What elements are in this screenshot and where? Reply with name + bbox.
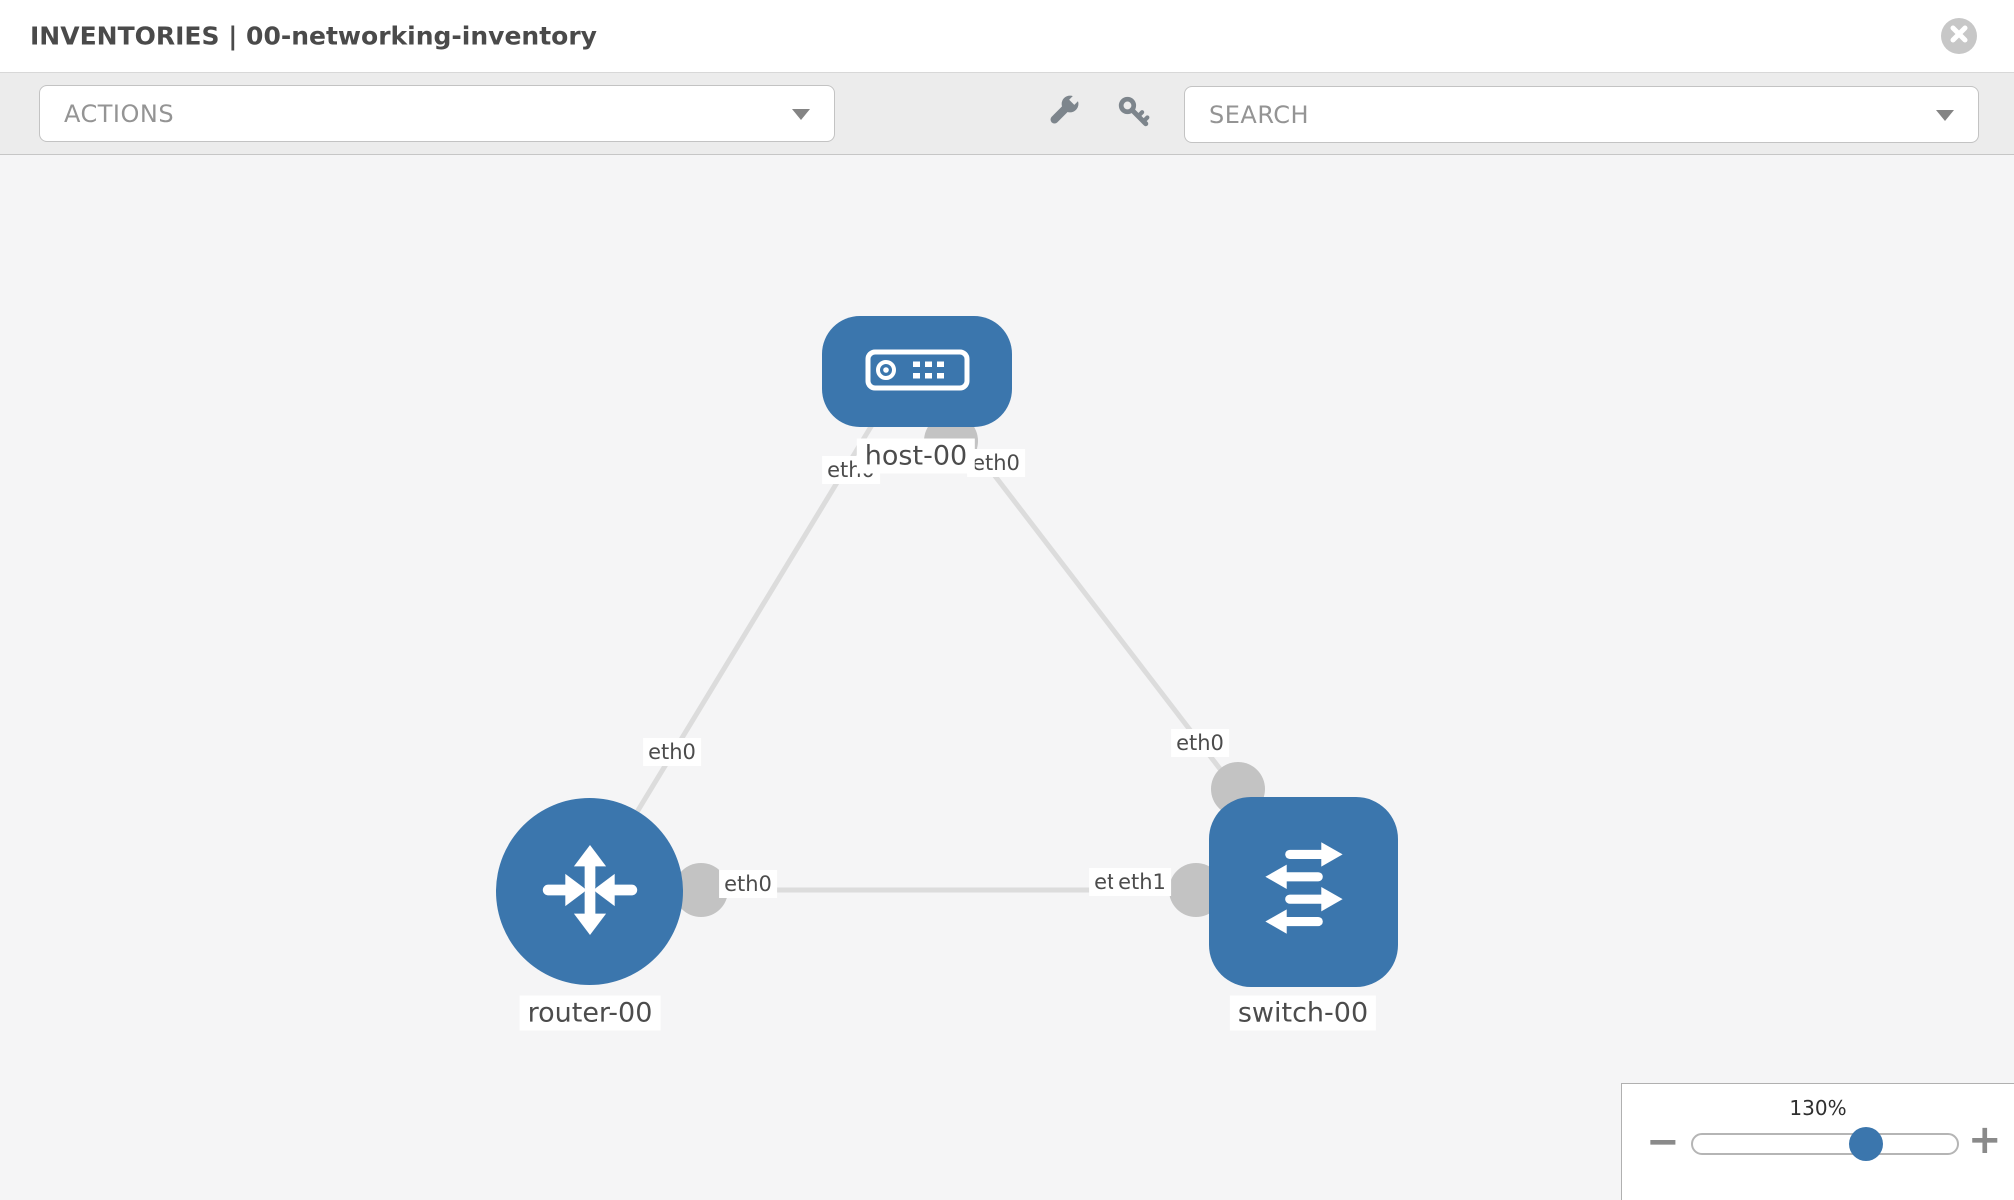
close-icon (1949, 24, 1969, 48)
zoom-out-button[interactable]: − (1646, 1119, 1680, 1165)
connector-router-right (674, 863, 728, 917)
topology-canvas[interactable]: eth0 eth0 eth0 eth0 eth0 eth0 eth1 host-… (0, 155, 2014, 1200)
node-switch-00[interactable] (1209, 797, 1398, 987)
zoom-level-value: 130% (1789, 1096, 1847, 1120)
node-label-router: router-00 (519, 995, 661, 1031)
interface-label: eth0 (643, 738, 701, 766)
search-dropdown[interactable]: SEARCH (1184, 86, 1979, 143)
search-dropdown-label: SEARCH (1209, 100, 1310, 129)
close-button[interactable] (1941, 18, 1977, 54)
chevron-down-icon (1936, 109, 1954, 121)
wrench-icon (1045, 91, 1083, 133)
interface-label: eth0 (719, 870, 777, 898)
page-title: INVENTORIES | 00-networking-inventory (30, 21, 597, 51)
zoom-control-panel: 130% − + (1621, 1083, 2014, 1200)
zoom-slider-thumb[interactable] (1849, 1127, 1883, 1161)
zoom-slider[interactable] (1691, 1127, 1959, 1161)
actions-dropdown-label: ACTIONS (64, 99, 175, 128)
router-arrows-icon (531, 831, 649, 953)
switch-arrows-icon (1243, 829, 1365, 955)
key-button[interactable] (1114, 94, 1154, 134)
interface-label: eth0 (1171, 729, 1229, 757)
host-device-icon (865, 349, 970, 395)
node-label-switch: switch-00 (1229, 995, 1377, 1031)
interface-label: eth0 (967, 449, 1025, 477)
actions-dropdown[interactable]: ACTIONS (39, 85, 835, 142)
interface-label: eth1 (1113, 868, 1171, 896)
toolbar: ACTIONS (0, 73, 2014, 155)
zoom-in-button[interactable]: + (1968, 1117, 2002, 1163)
node-label-host: host-00 (856, 438, 976, 474)
header: INVENTORIES | 00-networking-inventory (0, 0, 2014, 73)
chevron-down-icon (792, 108, 810, 120)
node-host-00[interactable] (822, 316, 1012, 427)
node-router-00[interactable] (496, 798, 683, 985)
topology-edges (631, 418, 1242, 893)
wrench-button[interactable] (1044, 92, 1084, 132)
key-icon (1117, 95, 1151, 133)
